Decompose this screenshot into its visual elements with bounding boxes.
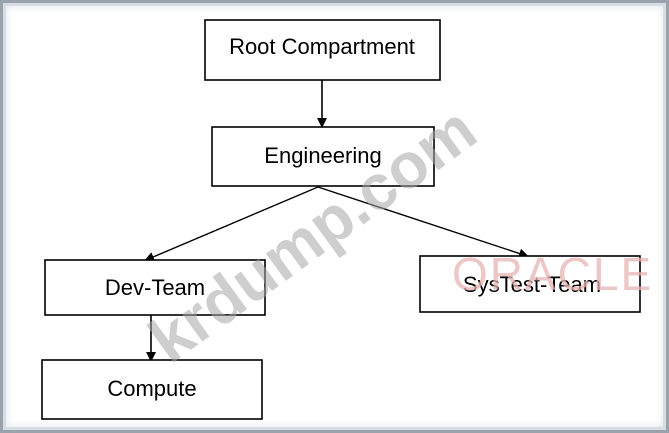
node-systest-team: SysTest-Team <box>419 255 641 313</box>
node-engineering-label: Engineering <box>264 143 381 168</box>
node-dev-team-label: Dev-Team <box>105 275 205 300</box>
node-dev-team: Dev-Team <box>44 259 266 316</box>
oracle-watermark: ORACLE <box>452 248 653 300</box>
node-compute-label: Compute <box>107 376 196 401</box>
node-engineering: Engineering <box>211 126 435 187</box>
edge-engineering-to-systest-team <box>317 186 529 259</box>
edge-engineering-to-dev-team <box>144 186 319 262</box>
node-systest-team-label: SysTest-Team <box>463 272 601 297</box>
node-root-label: Root Compartment <box>229 34 415 59</box>
node-root-compartment: Root Compartment <box>204 19 441 81</box>
node-compute: Compute <box>41 359 263 420</box>
